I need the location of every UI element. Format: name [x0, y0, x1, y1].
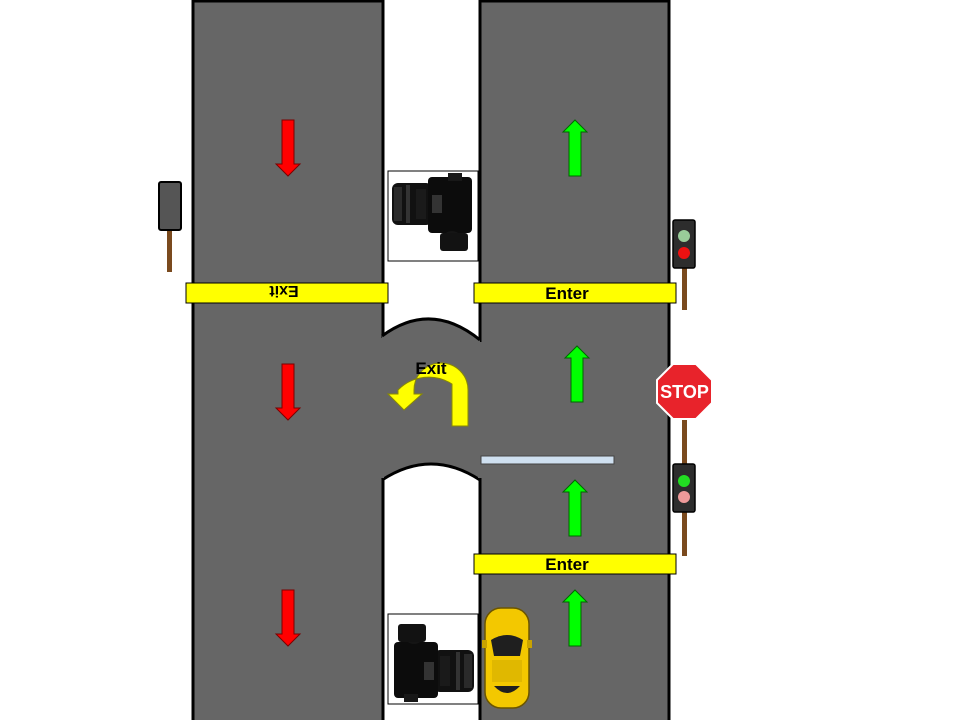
stop-line-exit-top: Exit: [186, 282, 388, 303]
stop-sign-label: STOP: [660, 382, 709, 402]
camera-icon: [388, 171, 478, 261]
sign-post-icon: [159, 182, 181, 272]
traffic-light-red-lamp: [678, 247, 690, 259]
stop-line-enter-bottom: Enter: [474, 554, 676, 574]
stop-line-enter-top: Enter: [474, 283, 676, 303]
car-icon: [482, 608, 532, 708]
enter-line-label-top: Enter: [545, 284, 589, 303]
traffic-light-green-lamp: [678, 230, 690, 242]
traffic-light-green-lamp: [678, 475, 690, 487]
traffic-light-red-lamp: [678, 491, 690, 503]
traffic-light-icon: [673, 464, 695, 556]
u-turn-label: Exit: [415, 359, 447, 378]
gate-barrier: [481, 456, 614, 464]
camera-icon: [388, 614, 478, 704]
enter-line-label-bottom: Enter: [545, 555, 589, 574]
exit-line-label: Exit: [269, 282, 299, 299]
